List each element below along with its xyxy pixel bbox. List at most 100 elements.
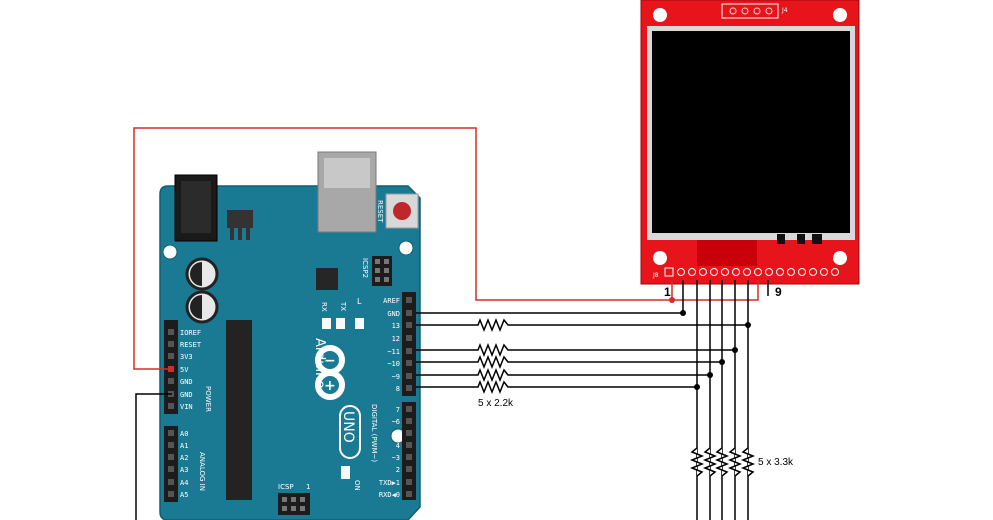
analog-header (164, 426, 178, 502)
pin-2: 2 (396, 466, 400, 474)
wire-gnd (416, 280, 684, 314)
analog-pin-labels: A0 A1 A2 A3 A4 A5 (180, 430, 188, 499)
resistors-2k2-label: 5 x 2.2k (478, 398, 514, 409)
mounting-hole (653, 251, 667, 265)
pin-13: 13 (392, 322, 400, 330)
pin-a2: A2 (180, 454, 188, 462)
digital-pin-holes (406, 406, 412, 497)
arduino-uno-board: RESET ICSP2 TX RX L − + Ardui (159, 151, 421, 520)
pin-a1: A1 (180, 442, 188, 450)
rx-label: RX (320, 302, 328, 312)
lcd-screen (652, 31, 850, 233)
pin-4: 4 (396, 442, 400, 450)
pin-a4: A4 (180, 479, 188, 487)
pin-11: ~11 (387, 348, 400, 356)
wire-d9 (416, 367, 710, 383)
top-pin-labels: AREF GND 13 12 ~11 ~10 ~9 8 (383, 297, 400, 393)
mounting-hole (162, 244, 178, 260)
display-pin-9-label: 9 (775, 285, 782, 299)
top-header (402, 292, 416, 396)
pin-gnd: GND (180, 391, 193, 399)
pin-7: 7 (396, 406, 400, 414)
pin-5v: 5V (180, 366, 189, 374)
signal-wires (416, 317, 748, 395)
icsp2-header (372, 256, 392, 286)
regulator-leg (238, 228, 242, 240)
led-l (355, 318, 364, 329)
arduino-logo (315, 345, 345, 400)
display-pin-row (664, 267, 839, 277)
reset-label: RESET (376, 200, 384, 223)
icsp-label: ICSP (278, 483, 294, 491)
arduino-brand: Arduino (312, 338, 327, 388)
icsp-header (278, 493, 310, 515)
smd-component (797, 234, 805, 244)
smd-component (777, 234, 785, 244)
wire-gnd-left (135, 393, 172, 520)
digital-header (402, 402, 416, 500)
pin-3v3: 3V3 (180, 353, 193, 361)
j4-header (721, 3, 779, 19)
led-on (341, 466, 350, 479)
top-pin-holes (406, 297, 412, 391)
j8-label: J8 (652, 272, 659, 279)
junction (680, 310, 686, 316)
pin-6: ~6 (392, 418, 400, 426)
usb-connector-inner (324, 158, 370, 188)
voltage-regulator (227, 210, 253, 228)
pin-9: ~9 (392, 373, 400, 381)
l-led-label: L (357, 297, 362, 306)
wire-5v-led (672, 280, 759, 301)
resistors-3k3 (689, 447, 756, 477)
digital-label: DIGITAL (PWM~) (370, 404, 378, 462)
uno-badge: UNO (339, 405, 361, 459)
icsp-pin1-label: 1 (306, 483, 310, 491)
analog-pin-holes (168, 430, 174, 497)
pin-vin: VIN (180, 403, 193, 411)
pin-reset: RESET (180, 341, 202, 349)
mounting-hole (653, 8, 667, 22)
reset-button[interactable] (393, 202, 411, 220)
capacitor-mark (190, 262, 202, 286)
smd-component (812, 234, 822, 244)
led-rx (322, 318, 331, 329)
resistor (740, 447, 756, 477)
pin-a3: A3 (180, 466, 188, 474)
atmega-chip (226, 320, 252, 500)
pin-10: ~10 (387, 360, 400, 368)
signal-junctions (694, 322, 751, 390)
flex-cable (697, 240, 757, 266)
pin-3: ~3 (392, 454, 400, 462)
pin-aref: AREF (383, 297, 400, 305)
resistor (689, 447, 705, 477)
display-pin-1-label: 1 (664, 285, 671, 299)
pin-5: ~5 (392, 430, 400, 438)
vertical-bus (696, 280, 769, 520)
wire-d13 (416, 317, 748, 333)
resistor (727, 447, 743, 477)
logo-minus: − (324, 353, 336, 369)
analog-label: ANALOG IN (198, 452, 206, 491)
capacitor-mark (190, 295, 202, 319)
pin-gnd: GND (387, 310, 400, 318)
pin-8: 8 (396, 385, 400, 393)
wire-d10 (416, 354, 722, 370)
wire-d11 (416, 342, 735, 358)
power-label: POWER (204, 386, 212, 412)
tx-label: TX (339, 301, 347, 311)
resistor (702, 447, 718, 477)
pin-a5: A5 (180, 491, 188, 499)
wire-d8 (416, 379, 697, 395)
pin-a0: A0 (180, 430, 188, 438)
on-label: ON (353, 480, 361, 491)
logo-plus: + (324, 378, 336, 394)
power-jack-inner (181, 181, 211, 233)
tft-display-module: J4 J8 (640, 0, 860, 285)
pin-0: RXD◀0 (379, 491, 400, 499)
icsp2-label: ICSP2 (361, 258, 369, 278)
power-pin-labels: IOREF RESET 3V3 5V GND GND VIN (180, 329, 202, 411)
regulator-leg (246, 228, 250, 240)
regulator-leg (230, 228, 234, 240)
digital-pin-labels: 7 ~6 ~5 4 ~3 2 TXD▶1 RXD◀0 (379, 406, 400, 499)
